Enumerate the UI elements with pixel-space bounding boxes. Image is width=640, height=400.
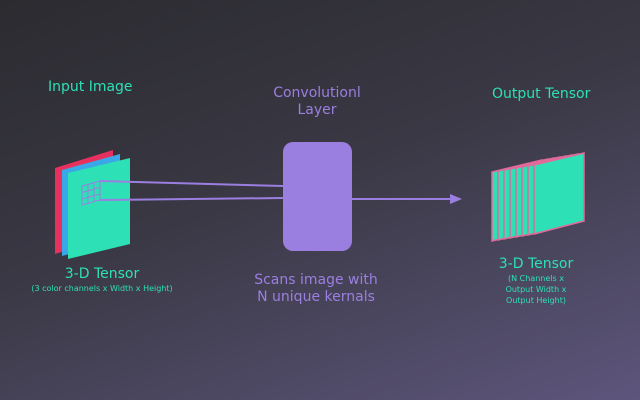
output-arrow <box>352 194 462 204</box>
output-detail-line3: Output Height) <box>506 296 566 305</box>
output-detail-line1: (N Channels x <box>508 274 564 283</box>
layer-title: Convolutionl Layer <box>262 85 372 119</box>
layer-desc-line2: N unique kernals <box>257 289 375 305</box>
output-tensor-detail: (N Channels x Output Width x Output Heig… <box>486 273 586 306</box>
scan-lines <box>99 180 284 201</box>
output-tensor-title: Output Tensor <box>492 86 591 102</box>
layer-desc-line1: Scans image with <box>254 272 378 288</box>
layer-title-line2: Layer <box>297 102 337 118</box>
input-image-stack <box>55 150 130 259</box>
output-tensor-stack <box>491 152 585 242</box>
convolution-layer-box <box>283 142 352 251</box>
output-detail-line2: Output Width x <box>505 285 567 294</box>
green-channel <box>68 158 130 259</box>
layer-description: Scans image with N unique kernals <box>246 272 386 306</box>
input-image-title: Input Image <box>48 79 133 95</box>
input-tensor-label: 3-D Tensor <box>64 266 140 282</box>
output-slice <box>533 152 585 235</box>
input-tensor-detail: (3 color channels x Width x Height) <box>31 284 173 293</box>
output-tensor-label: 3-D Tensor <box>498 256 574 272</box>
layer-title-line1: Convolutionl <box>273 85 361 101</box>
arrow-head-icon <box>450 194 462 204</box>
